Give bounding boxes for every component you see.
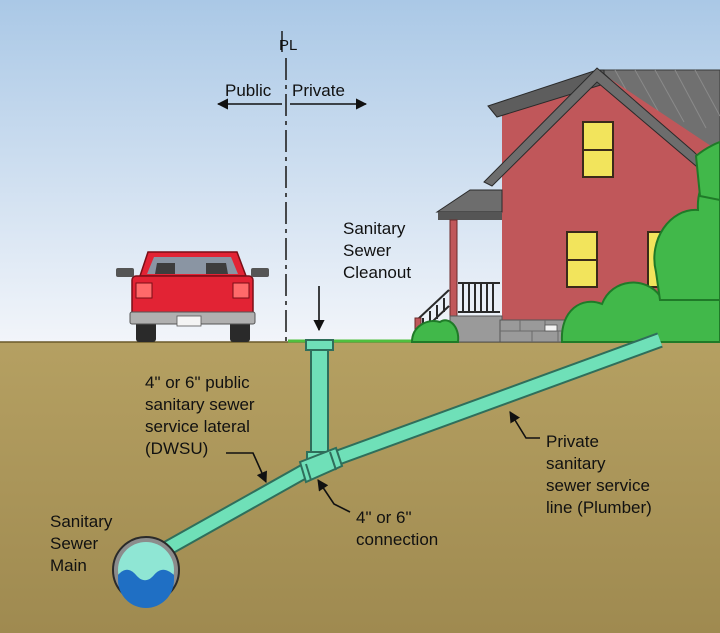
- svg-text:PL: PL: [279, 37, 297, 54]
- property-line-symbol: PL: [279, 31, 297, 54]
- wye-connection: [298, 446, 344, 484]
- cleanout-riser: [310, 341, 329, 465]
- pickup-truck: [116, 251, 269, 342]
- public-label: Public: [225, 81, 272, 100]
- bushes: [410, 140, 720, 343]
- cleanout-label: Sanitary Sewer Cleanout: [343, 219, 412, 282]
- public-lateral-label: 4" or 6" public sanitary sewer service l…: [145, 373, 255, 458]
- private-label: Private: [292, 81, 345, 100]
- leader-lines: [226, 286, 540, 513]
- connection-label: 4" or 6" connection: [356, 508, 439, 549]
- sewer-pipes: [146, 332, 663, 565]
- sanitary-sewer-main: [112, 536, 180, 608]
- private-line-label: Private sanitary sewer service line (Plu…: [546, 432, 652, 517]
- sewer-main-label: Sanitary Sewer Main: [50, 512, 113, 575]
